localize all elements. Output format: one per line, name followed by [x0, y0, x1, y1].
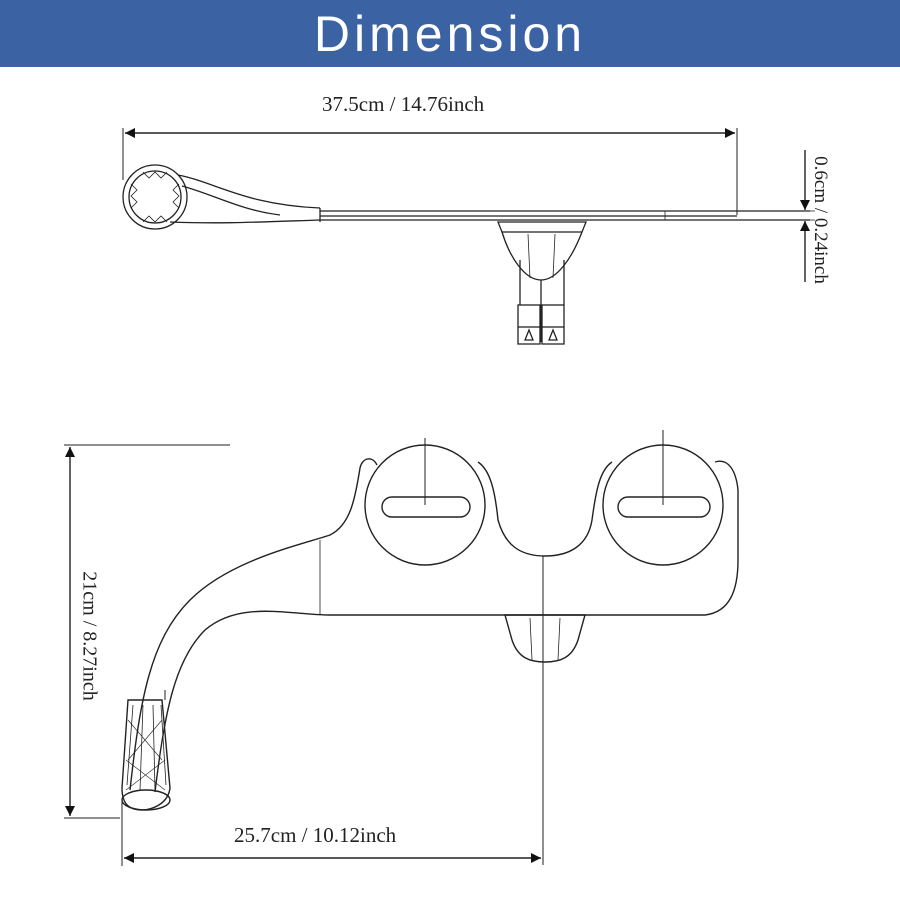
height-label: 21cm / 8.27inch [78, 571, 101, 701]
bottom-width-label: 25.7cm / 10.12inch [234, 823, 397, 847]
left-slot [381, 496, 471, 518]
thickness-label: 0.6cm / 0.24inch [810, 156, 831, 284]
right-slot [617, 496, 711, 518]
page-title: Dimension [313, 5, 587, 62]
header-banner: Dimension [0, 0, 900, 67]
front-view-drawing [64, 430, 739, 866]
top-view-drawing [122, 128, 815, 345]
knob-icon [122, 164, 188, 230]
top-width-label: 37.5cm / 14.76inch [322, 92, 485, 116]
